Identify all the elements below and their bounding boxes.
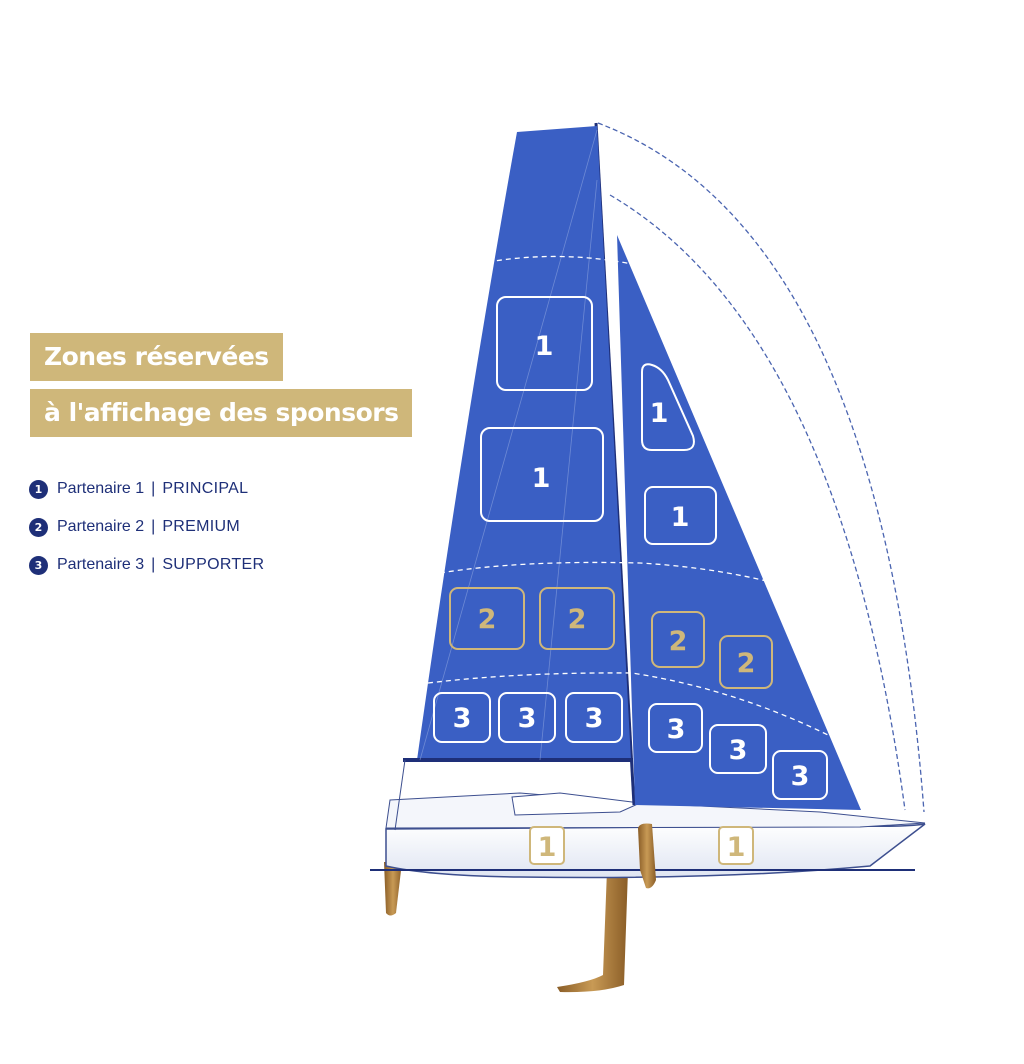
zone-jib-3c: 3 [772,750,828,800]
zone-hull-1b-label: 1 [727,832,746,863]
legend-item-2: 2 Partenaire 2 | PREMIUM [29,508,264,546]
zone-hull-1a: 1 [529,826,565,865]
legend-label-2: Partenaire 2 [57,518,145,535]
zone-jib-1a-label: 1 [650,398,669,429]
zone-main-2b: 2 [539,587,615,650]
zone-main-1b: 1 [480,427,604,522]
zone-jib-3a: 3 [648,703,703,753]
side-foil [638,823,656,889]
legend-tier-1: PRINCIPAL [162,480,249,497]
mainsail [417,126,631,760]
zone-jib-3c-label: 3 [791,761,810,792]
zone-jib-2b-label: 2 [737,648,756,679]
legend-label-3: Partenaire 3 [57,556,145,573]
zone-jib-1b-label: 1 [671,502,690,533]
legend-tier-2: PREMIUM [162,518,240,535]
zone-jib-1b: 1 [644,486,717,545]
legend-separator-1: | [151,480,156,497]
zone-main-3a: 3 [433,692,491,743]
title-line-1: Zones réservées [30,333,283,381]
jib [617,235,861,810]
legend-tier-3: SUPPORTER [162,556,265,573]
legend-badge-2: 2 [29,517,48,537]
rudder [384,862,402,916]
gennaker-outline [609,194,906,811]
legend-item-3: 3 Partenaire 3 | SUPPORTER [29,546,264,584]
zone-main-3b: 3 [498,692,556,743]
zone-jib-2a: 2 [651,611,705,668]
zone-main-1a: 1 [496,296,593,391]
legend-badge-1: 1 [29,479,48,499]
legend-separator-3: | [151,556,156,573]
zone-main-3a-label: 3 [453,703,472,734]
zone-main-3c: 3 [565,692,623,743]
legend-item-1: 1 Partenaire 1 | PRINCIPAL [29,470,264,508]
zone-main-1a-label: 1 [535,331,554,362]
zone-main-2b-label: 2 [568,604,587,635]
legend: 1 Partenaire 1 | PRINCIPAL 2 Partenaire … [29,470,264,584]
legend-separator-2: | [151,518,156,535]
zone-jib-3a-label: 3 [667,714,686,745]
zone-jib-2a-label: 2 [669,626,688,657]
zone-hull-1b: 1 [718,826,754,865]
legend-label-1: Partenaire 1 [57,480,145,497]
zone-hull-1a-label: 1 [538,832,557,863]
zone-jib-2b: 2 [719,635,773,689]
spinnaker-outline [597,122,925,813]
zone-jib-1a: 1 [641,363,695,451]
zone-main-1b-label: 1 [532,463,551,494]
keel-foil [557,870,628,993]
zone-main-2a-label: 2 [478,604,497,635]
zone-main-2a: 2 [449,587,525,650]
cabin [511,792,642,816]
zone-jib-3b-label: 3 [729,735,748,766]
title-line-2: à l'affichage des sponsors [30,389,413,437]
zone-main-3c-label: 3 [585,703,604,734]
hull [385,823,926,879]
zone-jib-3b: 3 [709,724,767,774]
zone-main-3b-label: 3 [518,703,537,734]
legend-badge-3: 3 [29,555,48,575]
